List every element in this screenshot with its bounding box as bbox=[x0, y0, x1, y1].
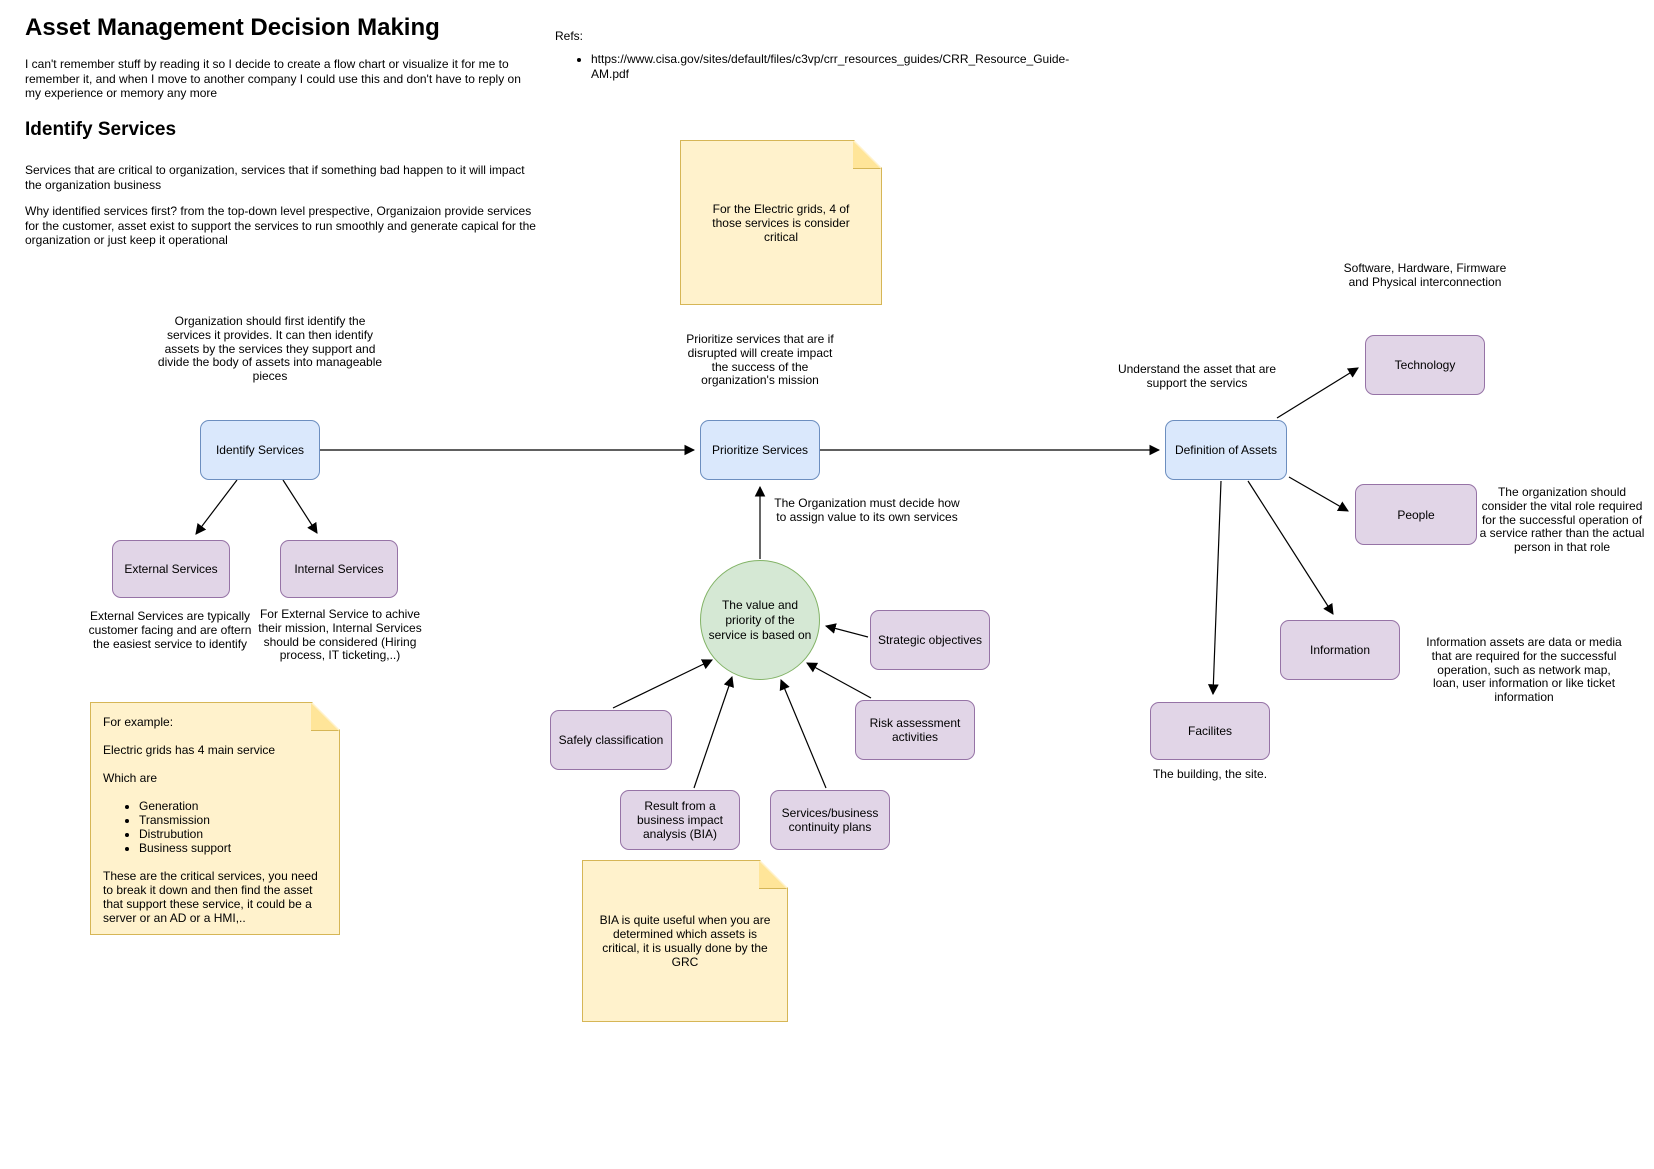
section-paragraph-2: Why identified services first? from the … bbox=[25, 204, 536, 247]
node-risk-assessment-activities[interactable]: Risk assessment activities bbox=[855, 700, 975, 760]
annotation-identify-services: Organization should first identify the s… bbox=[157, 314, 383, 384]
caption-facilites: The building, the site. bbox=[1152, 767, 1268, 781]
note-bullet: Business support bbox=[139, 841, 329, 855]
note-text: For example: Electric grids has 4 main s… bbox=[91, 703, 339, 935]
node-technology[interactable]: Technology bbox=[1365, 335, 1485, 395]
node-strategic-objectives[interactable]: Strategic objectives bbox=[870, 610, 990, 670]
arrow-safely-to-circle[interactable] bbox=[612, 659, 713, 709]
node-label: Technology bbox=[1394, 358, 1456, 372]
note-text: BIA is quite useful when you are determi… bbox=[599, 913, 771, 969]
sticky-note-for-example[interactable]: For example: Electric grids has 4 main s… bbox=[90, 702, 340, 935]
note-line: Electric grids has 4 main service bbox=[103, 743, 276, 757]
refs-label: Refs: bbox=[555, 29, 584, 43]
arrow-definition-to-information[interactable] bbox=[1247, 480, 1334, 615]
arrow-continuity-to-circle[interactable] bbox=[779, 679, 827, 789]
node-external-services[interactable]: External Services bbox=[112, 540, 230, 598]
node-prioritize-services[interactable]: Prioritize Services bbox=[700, 420, 820, 480]
node-label: Risk assessment activities bbox=[869, 716, 961, 744]
arrow-strategic-to-circle[interactable] bbox=[824, 623, 869, 638]
note-text: For the Electric grids, 4 of those servi… bbox=[712, 201, 850, 244]
note-line: For example: bbox=[103, 715, 174, 729]
node-label: External Services bbox=[124, 562, 218, 576]
ref-link[interactable]: https://www.cisa.gov/sites/default/files… bbox=[591, 52, 1071, 81]
node-label: Services/business continuity plans bbox=[781, 806, 879, 834]
note-bullet-list: Generation Transmission Distrubution Bus… bbox=[103, 799, 329, 855]
node-people[interactable]: People bbox=[1355, 484, 1477, 545]
caption-external-services: External Services are typically customer… bbox=[88, 609, 252, 651]
arrow-identify-to-internal[interactable] bbox=[282, 479, 318, 534]
note-bullet: Distrubution bbox=[139, 827, 329, 841]
node-label: Strategic objectives bbox=[877, 633, 983, 647]
node-safely-classification[interactable]: Safely classification bbox=[550, 710, 672, 770]
arrow-bia-to-circle[interactable] bbox=[693, 675, 734, 789]
sticky-note-bia[interactable]: BIA is quite useful when you are determi… bbox=[582, 860, 788, 1022]
node-facilites[interactable]: Facilites bbox=[1150, 702, 1270, 760]
annotation-assign-value: The Organization must decide how to assi… bbox=[774, 496, 960, 524]
sticky-note-electric-grids[interactable]: For the Electric grids, 4 of those servi… bbox=[680, 140, 882, 305]
node-label: Information bbox=[1309, 643, 1371, 657]
node-label: Definition of Assets bbox=[1174, 443, 1278, 457]
arrow-risk-to-circle[interactable] bbox=[806, 662, 872, 699]
section-paragraph-1: Services that are critical to organizati… bbox=[25, 163, 525, 192]
caption-people: The organization should consider the vit… bbox=[1479, 485, 1645, 555]
page-title: Asset Management Decision Making bbox=[25, 14, 440, 41]
node-label: Result from a business impact analysis (… bbox=[636, 799, 724, 841]
node-information[interactable]: Information bbox=[1280, 620, 1400, 680]
node-internal-services[interactable]: Internal Services bbox=[280, 540, 398, 598]
node-label: Facilites bbox=[1187, 724, 1232, 738]
node-definition-of-assets[interactable]: Definition of Assets bbox=[1165, 420, 1287, 480]
intro-paragraph: I can't remember stuff by reading it so … bbox=[25, 57, 521, 100]
node-label: Safely classification bbox=[558, 733, 664, 747]
annotation-definition-of-assets: Understand the asset that are support th… bbox=[1117, 362, 1277, 390]
node-label: Identify Services bbox=[215, 443, 305, 457]
section-heading: Identify Services bbox=[25, 119, 177, 140]
node-label: The value and priority of the service is… bbox=[708, 597, 812, 642]
note-bullet: Generation bbox=[139, 799, 329, 813]
caption-information: Information assets are data or media tha… bbox=[1426, 635, 1622, 705]
node-bia-result[interactable]: Result from a business impact analysis (… bbox=[620, 790, 740, 850]
annotation-prioritize-services: Prioritize services that are if disrupte… bbox=[686, 332, 834, 388]
node-value-priority-circle[interactable]: The value and priority of the service is… bbox=[700, 560, 820, 680]
node-label: Prioritize Services bbox=[711, 443, 809, 457]
node-label: Internal Services bbox=[294, 562, 384, 576]
arrow-definition-to-technology[interactable] bbox=[1276, 367, 1359, 419]
note-bullet: Transmission bbox=[139, 813, 329, 827]
refs-list: https://www.cisa.gov/sites/default/files… bbox=[565, 52, 1071, 81]
annotation-technology: Software, Hardware, Firmware and Physica… bbox=[1343, 261, 1507, 289]
arrow-identify-to-external[interactable] bbox=[195, 479, 238, 535]
note-line: These are the critical services, you nee… bbox=[103, 869, 318, 925]
node-label: People bbox=[1397, 507, 1435, 522]
arrow-definition-to-people[interactable] bbox=[1288, 476, 1349, 512]
node-identify-services[interactable]: Identify Services bbox=[200, 420, 320, 480]
note-line: Which are bbox=[103, 771, 158, 785]
arrow-definition-to-facilites[interactable] bbox=[1207, 480, 1222, 696]
node-continuity-plans[interactable]: Services/business continuity plans bbox=[770, 790, 890, 850]
caption-internal-services: For External Service to achive their mis… bbox=[258, 607, 422, 663]
